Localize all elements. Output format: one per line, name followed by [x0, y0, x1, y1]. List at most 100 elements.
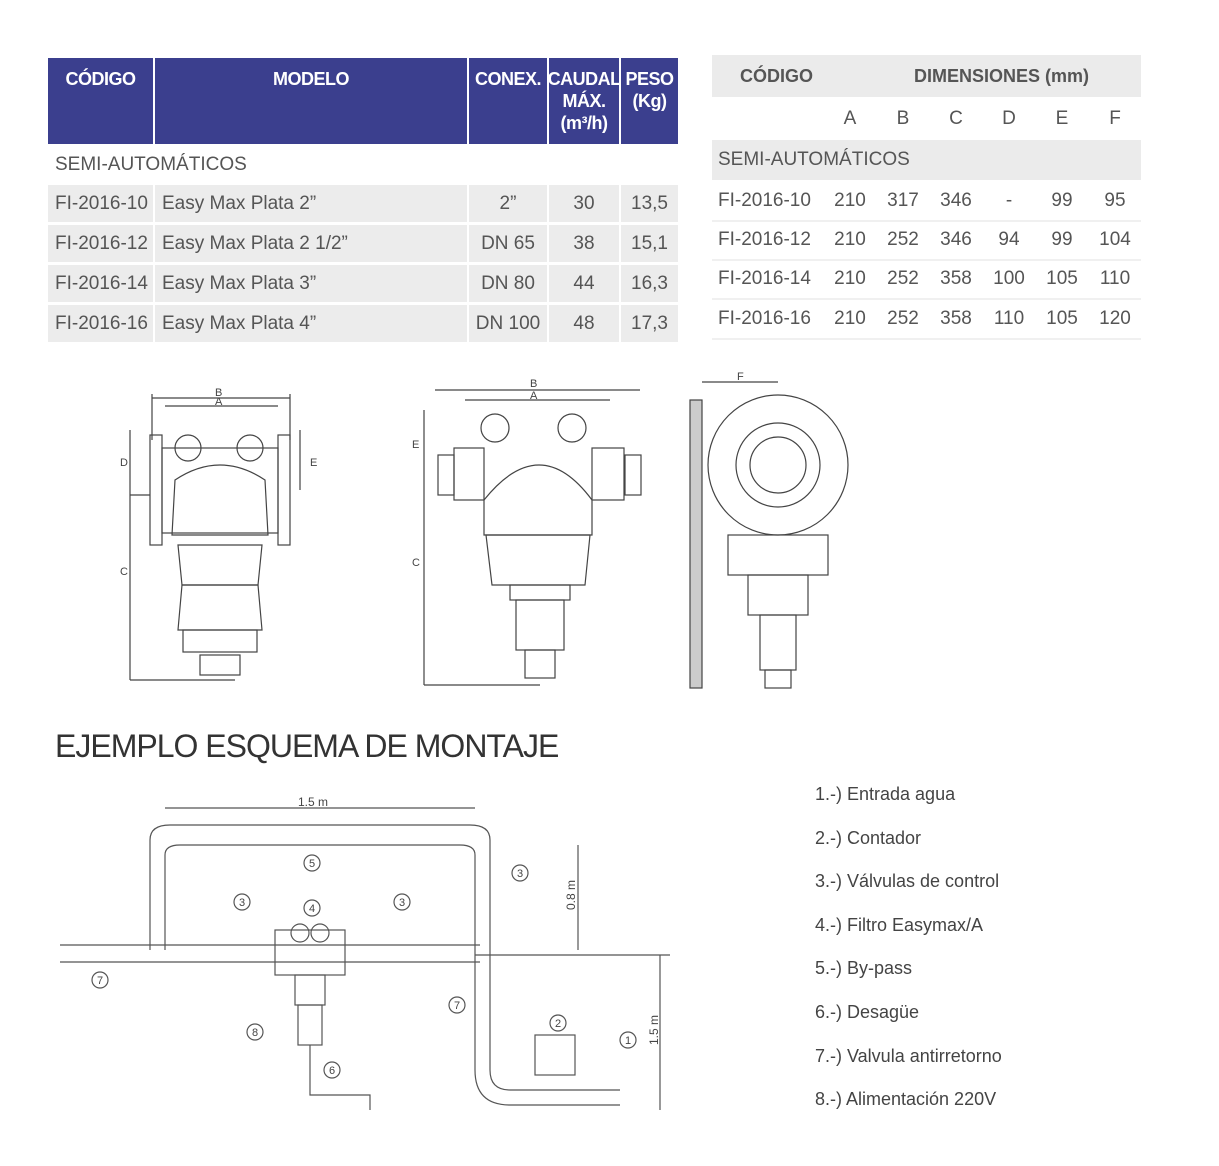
legend-item: 2.-) Contador — [815, 827, 922, 848]
table-cell: - — [1005, 190, 1013, 211]
callout-8: 8 — [252, 1027, 258, 1039]
header-codigo: CÓDIGO — [740, 65, 814, 86]
header-band — [712, 55, 1141, 97]
dimension-letter: B — [896, 107, 910, 129]
section-label: SEMI-AUTOMÁTICOS — [718, 149, 910, 170]
callout-3: 3 — [239, 897, 245, 909]
scheme-title: EJEMPLO ESQUEMA DE MONTAJE — [55, 728, 559, 764]
callout-7: 7 — [97, 975, 103, 987]
header-codigo: CÓDIGO — [48, 58, 153, 144]
table-cell: 44 — [549, 265, 619, 302]
label-a: A — [215, 396, 223, 408]
table-cell: DN 65 — [469, 225, 547, 262]
header-modelo: MODELO — [155, 58, 467, 144]
header-caudal: CAUDAL MÁX. (m³/h) — [548, 58, 621, 144]
table-cell: 120 — [1099, 308, 1131, 329]
callout-4: 4 — [309, 903, 315, 915]
section-label: SEMI-AUTOMÁTICOS — [55, 154, 247, 175]
label-e2: E — [412, 439, 419, 451]
label-a2: A — [530, 390, 538, 402]
label-c2: C — [412, 557, 420, 569]
dimension-letter: A — [843, 107, 857, 129]
front-view-flanged: D E C B A — [120, 387, 317, 681]
table-cell: 252 — [887, 268, 919, 289]
table-cell: 13,5 — [621, 185, 678, 222]
table-cell: FI-2016-16 — [718, 308, 811, 329]
table-cell: 48 — [549, 305, 619, 342]
row-divider — [712, 259, 1141, 261]
callouts: 1 2 3 3 3 4 5 6 7 7 8 — [91, 854, 637, 1079]
table-cell: 100 — [993, 268, 1025, 289]
header-dimensiones: DIMENSIONES (mm) — [914, 65, 1090, 86]
section-band — [712, 140, 1141, 180]
table-cell: 210 — [834, 268, 866, 289]
table-cell: 210 — [834, 229, 866, 250]
table-cell: DN 100 — [469, 305, 547, 342]
table-cell: 210 — [834, 190, 866, 211]
table-cell: Easy Max Plata 2 1/2” — [155, 225, 467, 262]
callout-2: 2 — [555, 1018, 561, 1030]
installation-scheme: 1.5 m 0.8 m 1.5 m 1 2 3 3 3 4 5 6 7 7 8 — [60, 795, 670, 1110]
legend-item: 6.-) Desagüe — [815, 1002, 920, 1022]
row-divider — [712, 338, 1141, 340]
table-cell: 346 — [940, 229, 972, 250]
table-cell: 94 — [998, 229, 1020, 250]
table-cell: 252 — [887, 308, 919, 329]
label-b: B — [215, 387, 222, 399]
dimension-letter: E — [1055, 107, 1069, 129]
legend-item: 1.-) Entrada agua — [815, 784, 956, 804]
header-conex: CONEX. — [469, 58, 547, 144]
table-cell: 99 — [1051, 190, 1073, 211]
table-cell: 210 — [834, 308, 866, 329]
legend-item: 8.-) Alimentación 220V — [815, 1089, 997, 1110]
table-cell: 15,1 — [621, 225, 678, 262]
table-cell: 17,3 — [621, 305, 678, 342]
dim-mid: 0.8 m — [564, 880, 578, 910]
table-cell: FI-2016-16 — [48, 305, 153, 342]
callout-6: 6 — [329, 1065, 335, 1077]
table-cell: 358 — [940, 268, 972, 289]
table-cell: FI-2016-12 — [48, 225, 153, 262]
dimension-letter: F — [1109, 107, 1121, 129]
dim-right: 1.5 m — [647, 1015, 661, 1045]
legend-item: 5.-) By-pass — [815, 958, 913, 979]
dimension-drawings: D E C B A E C B A F — [120, 371, 849, 689]
legend-item: 4.-) Filtro Easymax/A — [815, 914, 984, 935]
row-divider — [712, 298, 1141, 300]
label-c: C — [120, 566, 128, 578]
table-cell: DN 80 — [469, 265, 547, 302]
callout-3c: 3 — [517, 868, 523, 880]
table-cell: 105 — [1046, 268, 1078, 289]
dimension-letter: C — [949, 107, 963, 129]
label-e: E — [310, 457, 317, 469]
dim-top: 1.5 m — [298, 795, 328, 809]
table-cell: Easy Max Plata 2” — [155, 185, 467, 222]
table-cell: 38 — [549, 225, 619, 262]
callout-3b: 3 — [399, 897, 405, 909]
side-view: F — [689, 371, 849, 689]
callout-5: 5 — [309, 858, 315, 870]
table-cell: 110 — [993, 308, 1025, 329]
table-cell: 16,3 — [621, 265, 678, 302]
table-cell: 2” — [469, 185, 547, 222]
table-cell: 105 — [1046, 308, 1078, 329]
table-cell: 346 — [940, 190, 972, 211]
table-cell: FI-2016-12 — [718, 229, 811, 250]
table-cell: FI-2016-10 — [718, 190, 811, 211]
callout-1: 1 — [625, 1035, 631, 1047]
table-cell: Easy Max Plata 4” — [155, 305, 467, 342]
table-cell: 252 — [887, 229, 919, 250]
table-cell: 30 — [549, 185, 619, 222]
table-cell: 104 — [1099, 229, 1131, 250]
label-d: D — [120, 457, 128, 469]
table-cell: 317 — [887, 190, 919, 211]
front-view-threaded: E C B A — [412, 378, 642, 686]
row-divider — [712, 220, 1141, 222]
table-cell: FI-2016-14 — [48, 265, 153, 302]
label-b2: B — [530, 378, 537, 390]
legend-item: 7.-) Valvula antirretorno — [815, 1045, 1002, 1066]
table-cell: Easy Max Plata 3” — [155, 265, 467, 302]
table-cell: 358 — [940, 308, 972, 329]
table-cell: 99 — [1051, 229, 1073, 250]
